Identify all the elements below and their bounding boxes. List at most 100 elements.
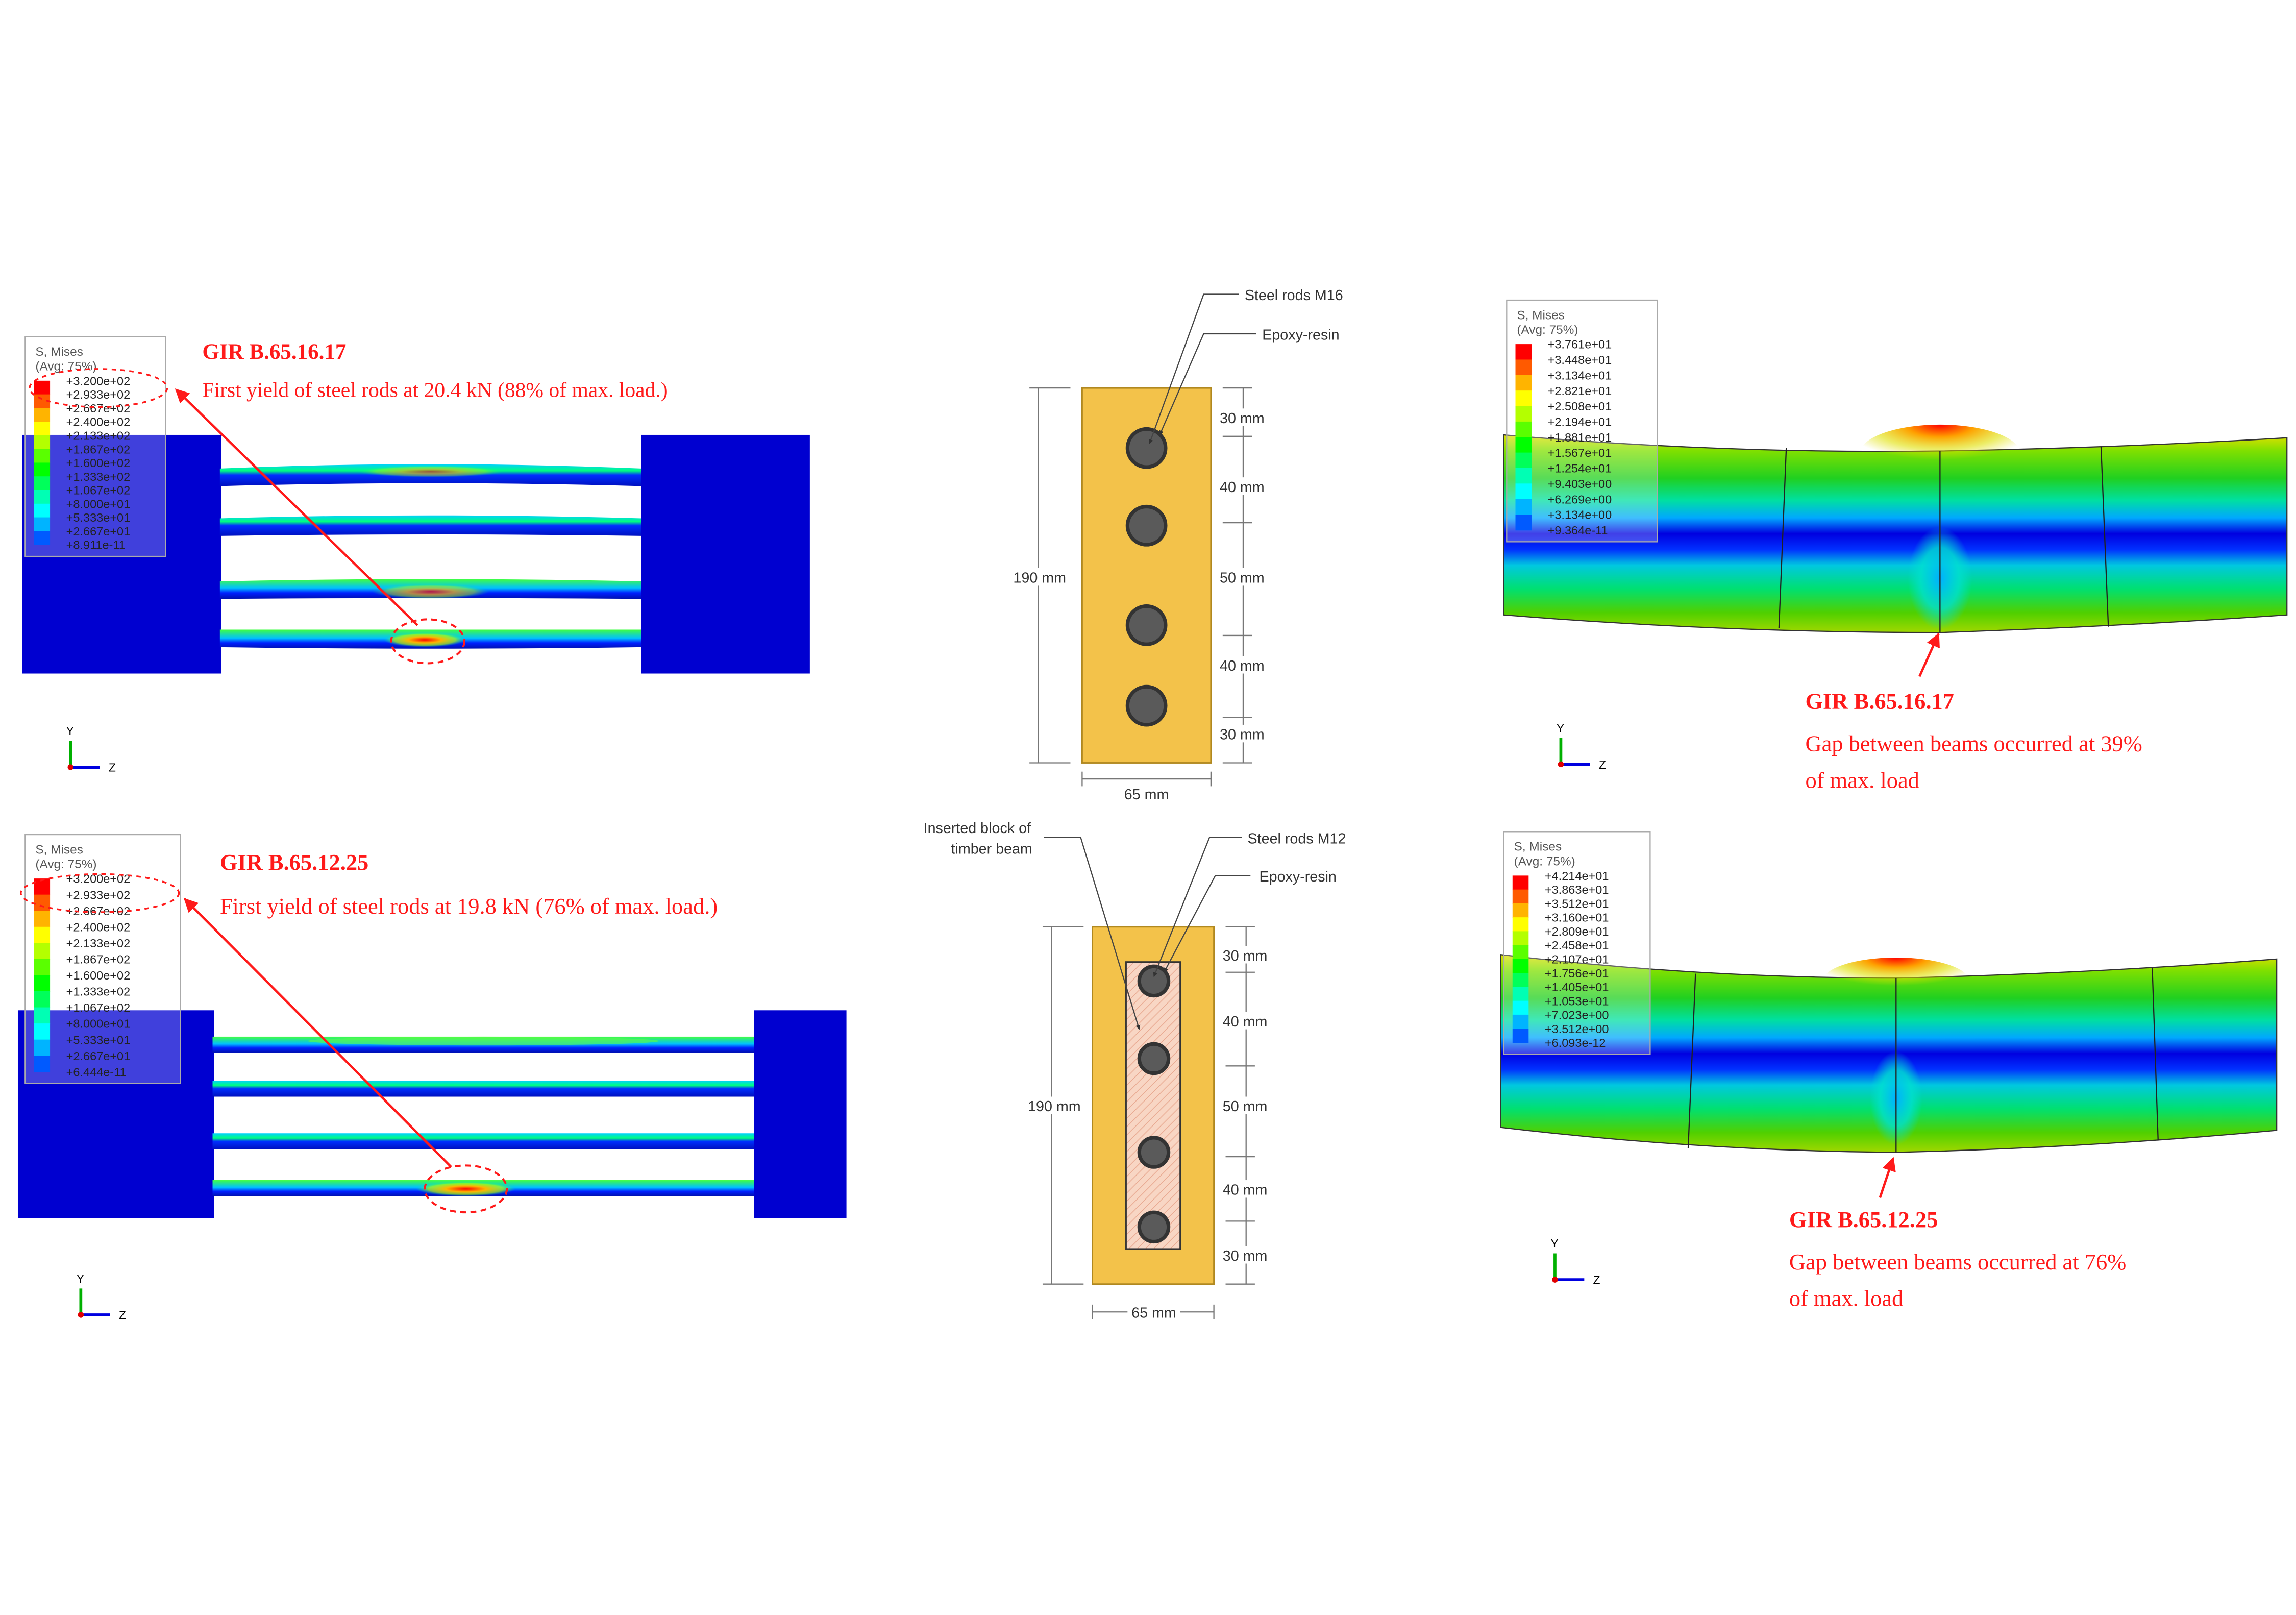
dim-spacing: 30 mm xyxy=(1220,727,1265,743)
dim-height: 190 mm xyxy=(1013,570,1066,586)
legend-value: +3.160e+01 xyxy=(1545,911,1609,924)
axis-y-label: Y xyxy=(1550,1237,1558,1250)
panel-caption-line2: of max. load xyxy=(1805,767,1919,793)
legend-highlight-ellipse xyxy=(20,873,180,913)
legend-color-band xyxy=(1512,987,1529,1001)
legend-value: +8.000e+01 xyxy=(66,497,131,510)
yield-zone xyxy=(384,632,466,647)
yield-zone xyxy=(416,1181,516,1196)
legend-bottom-right: S, Mises(Avg: 75%)+4.214e+01+3.863e+01+3… xyxy=(1503,831,1651,1055)
legend-color-band xyxy=(34,422,51,436)
dim-spacing: 30 mm xyxy=(1223,948,1268,964)
axis-y-label: Y xyxy=(77,1272,84,1285)
left-steel-block xyxy=(17,1010,214,1218)
legend-value: +2.400e+02 xyxy=(66,415,131,429)
inserted-timber-block xyxy=(1125,961,1181,1250)
legend-value: +1.600e+02 xyxy=(66,456,131,470)
legend-color-band xyxy=(34,943,51,960)
leader-line xyxy=(1044,837,1141,1030)
steel-rod xyxy=(212,1133,754,1149)
legend-frame xyxy=(24,834,181,1084)
legend-value: +1.756e+01 xyxy=(1545,967,1609,980)
legend-value: +1.067e+02 xyxy=(66,1001,131,1014)
panel-top-middle-cross-section: Steel rods M16 Epoxy-resin 190 mm 65 mm … xyxy=(1010,287,1343,803)
legend-title: S, Mises xyxy=(35,345,83,359)
dim-spacing: 50 mm xyxy=(1223,1098,1268,1115)
legend-value: +3.512e+01 xyxy=(1545,897,1609,910)
legend-value: +1.881e+01 xyxy=(1548,431,1612,444)
legend-value: +1.254e+01 xyxy=(1548,462,1612,475)
rod-hole xyxy=(1137,1136,1171,1169)
legend-value: +2.821e+01 xyxy=(1548,384,1612,398)
steel-rod xyxy=(219,515,641,536)
legend-value: +2.194e+01 xyxy=(1548,415,1612,429)
rod-hole xyxy=(1125,427,1168,469)
legend-value: +6.269e+00 xyxy=(1548,493,1612,506)
legend-color-band xyxy=(34,531,51,545)
panel-caption: First yield of steel rods at 19.8 kN (76… xyxy=(220,893,718,919)
legend-value: +3.134e+01 xyxy=(1548,369,1612,382)
legend-color-band xyxy=(1515,483,1532,500)
legend-bottom-left: S, Mises(Avg: 75%)+3.200e+02+2.933e+02+2… xyxy=(24,834,181,1084)
leader-line xyxy=(1153,837,1242,977)
legend-color-band xyxy=(34,490,51,504)
legend-value: +2.458e+01 xyxy=(1545,939,1609,952)
legend-value: +7.023e+00 xyxy=(1545,1009,1609,1022)
legend-title: S, Mises xyxy=(1514,840,1562,854)
legend-title: S, Mises xyxy=(35,843,83,857)
legend-color-band xyxy=(34,380,51,395)
yield-highlight-ellipse xyxy=(424,1164,508,1214)
label-epoxy: Epoxy-resin xyxy=(1262,327,1339,344)
legend-color-band xyxy=(34,503,51,518)
dim-spacing: 40 mm xyxy=(1223,1014,1268,1030)
dim-spacing: 40 mm xyxy=(1223,1182,1268,1198)
legend-color-band xyxy=(1515,515,1532,531)
spacing-labels: 30 mm 40 mm 50 mm 40 mm 30 mm xyxy=(1218,408,1268,743)
label-steel-rods: Steel rods M12 xyxy=(1248,830,1346,847)
legend-color-band xyxy=(1515,499,1532,515)
legend-value: +2.667e+01 xyxy=(66,525,131,538)
beam-segment-lines xyxy=(1778,446,2109,633)
legend-value: +1.053e+01 xyxy=(1545,994,1609,1008)
legend-color-band xyxy=(1515,344,1532,360)
legend-frame xyxy=(1506,299,1658,543)
legend-value: +2.400e+02 xyxy=(66,920,131,934)
label-epoxy: Epoxy-resin xyxy=(1260,869,1337,885)
legend-value: +3.761e+01 xyxy=(1548,338,1612,351)
legend-color-band xyxy=(1515,359,1532,376)
legend-highlight-ellipse xyxy=(29,368,168,408)
panel-title: GIR B.65.12.25 xyxy=(1789,1207,1938,1232)
rod-hole xyxy=(1125,504,1168,547)
legend-color-band xyxy=(34,517,51,532)
legend-color-band xyxy=(1515,406,1532,422)
dim-spacing: 30 mm xyxy=(1220,410,1265,427)
axis-triad-icon: Y Z xyxy=(66,724,116,774)
legend-subtitle: (Avg: 75%) xyxy=(35,858,96,871)
legend-color-band xyxy=(34,894,51,912)
stress-zone xyxy=(357,466,504,478)
axis-y-label: Y xyxy=(1557,721,1564,735)
legend-value: +2.667e+02 xyxy=(66,402,131,415)
legend-color-band xyxy=(34,1007,51,1024)
legend-value: +3.200e+02 xyxy=(66,374,131,387)
legend-color-band xyxy=(1512,889,1529,904)
legend-color-band xyxy=(34,449,51,463)
legend-color-band xyxy=(1512,959,1529,974)
axis-z-label: Z xyxy=(119,1309,126,1322)
annotation-arrow xyxy=(1918,632,1940,677)
legend-color-band xyxy=(1512,945,1529,960)
legend-value: +2.133e+02 xyxy=(66,429,131,443)
legend-value: +2.133e+02 xyxy=(66,937,131,950)
axis-y-label: Y xyxy=(66,724,74,738)
stress-zone xyxy=(372,584,489,599)
legend-color-band xyxy=(1512,875,1529,890)
legend-subtitle: (Avg: 75%) xyxy=(1517,323,1578,337)
dim-height: 190 mm xyxy=(1028,1098,1081,1115)
annotation-arrow xyxy=(1879,1157,1896,1198)
legend-color-band xyxy=(1515,437,1532,453)
legend-color-band xyxy=(1512,903,1529,918)
legend-color-band xyxy=(34,911,51,927)
rod-hole xyxy=(1137,1210,1171,1244)
legend-value: +8.000e+01 xyxy=(66,1017,131,1031)
